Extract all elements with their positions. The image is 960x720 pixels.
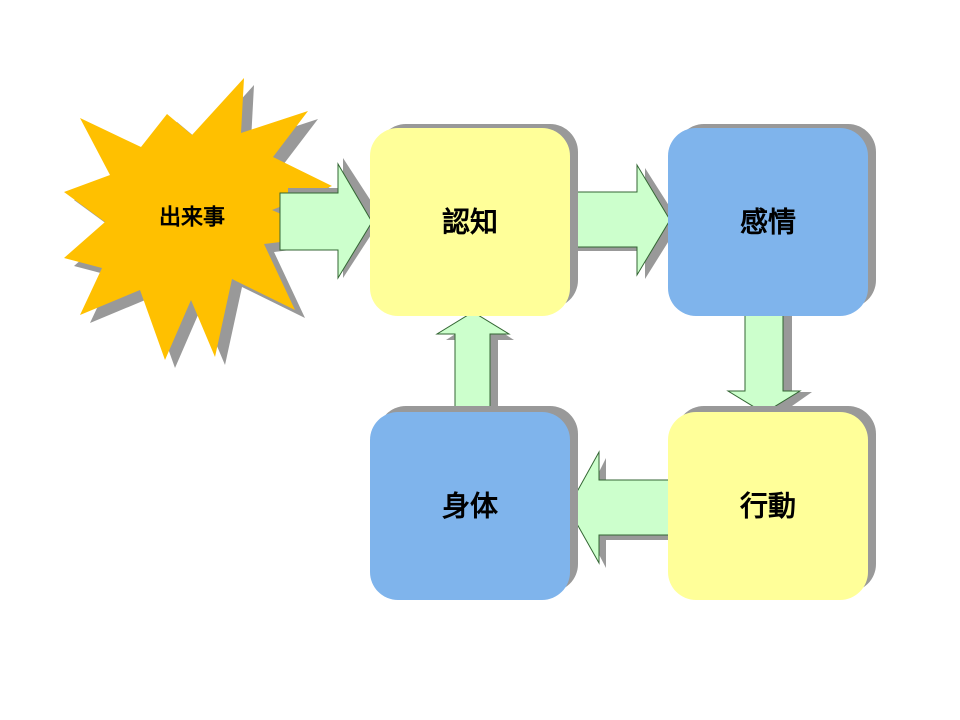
node-cognition: 認知 (370, 124, 578, 316)
event-starburst-shape (64, 78, 332, 360)
event-starburst: 出来事 (64, 78, 342, 368)
arrow-emotion-to-behavior (726, 307, 812, 420)
node-cognition-box (370, 128, 570, 316)
node-behavior: 行動 (668, 406, 876, 600)
node-body-box (370, 412, 570, 600)
node-emotion-box (668, 128, 868, 316)
node-behavior-label: 行動 (739, 490, 796, 523)
arrow-event-to-cognition (279, 158, 382, 280)
node-behavior-box (668, 412, 868, 600)
node-body: 身体 (370, 406, 578, 600)
node-emotion-label: 感情 (740, 206, 796, 239)
arrow-behavior-to-body (567, 450, 678, 568)
arrow-body-to-cognition (435, 311, 514, 420)
node-body-label: 身体 (442, 490, 499, 523)
node-emotion: 感情 (668, 124, 876, 316)
arrow-cognition-to-emotion (569, 163, 680, 279)
node-cognition-label: 認知 (442, 206, 498, 239)
event-label: 出来事 (159, 205, 225, 231)
